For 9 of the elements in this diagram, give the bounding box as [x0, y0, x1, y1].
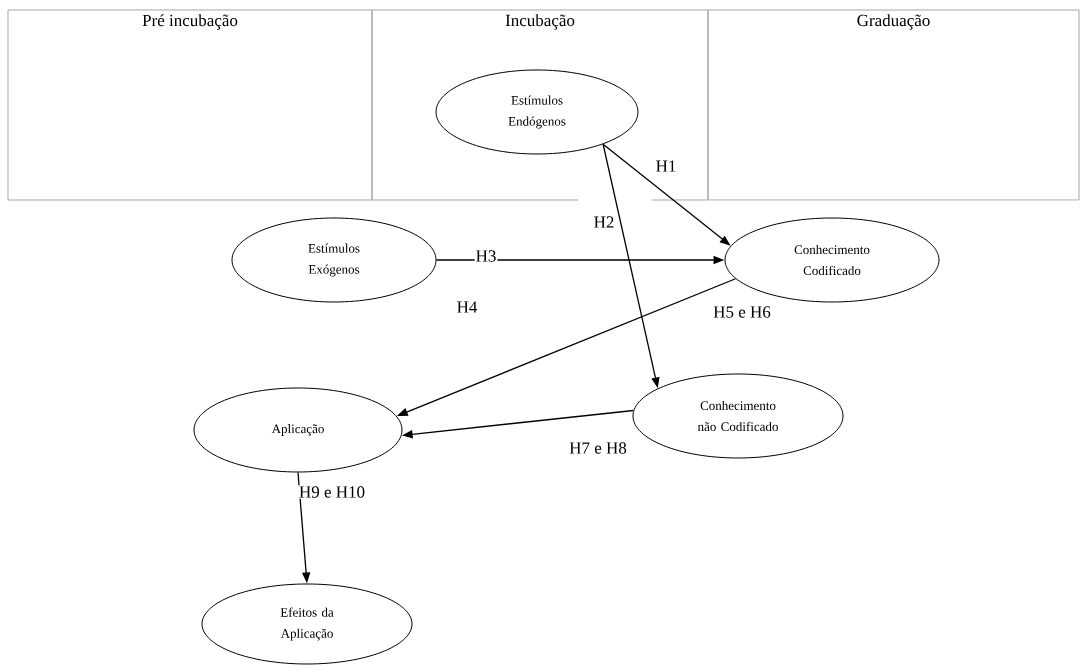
- stage-column: Pré incubação: [7, 9, 373, 201]
- edge-label: H5 e H6: [712, 305, 772, 319]
- edge-label: H3: [474, 249, 498, 263]
- hypothesis-label: H4: [457, 301, 478, 313]
- stage-column: Graduação: [707, 9, 1080, 201]
- edge-label: H1: [654, 159, 678, 173]
- edge-label: H7 e H8: [568, 441, 628, 455]
- edge-label: H9 e H10: [297, 485, 367, 499]
- edge-label: H2: [592, 215, 616, 229]
